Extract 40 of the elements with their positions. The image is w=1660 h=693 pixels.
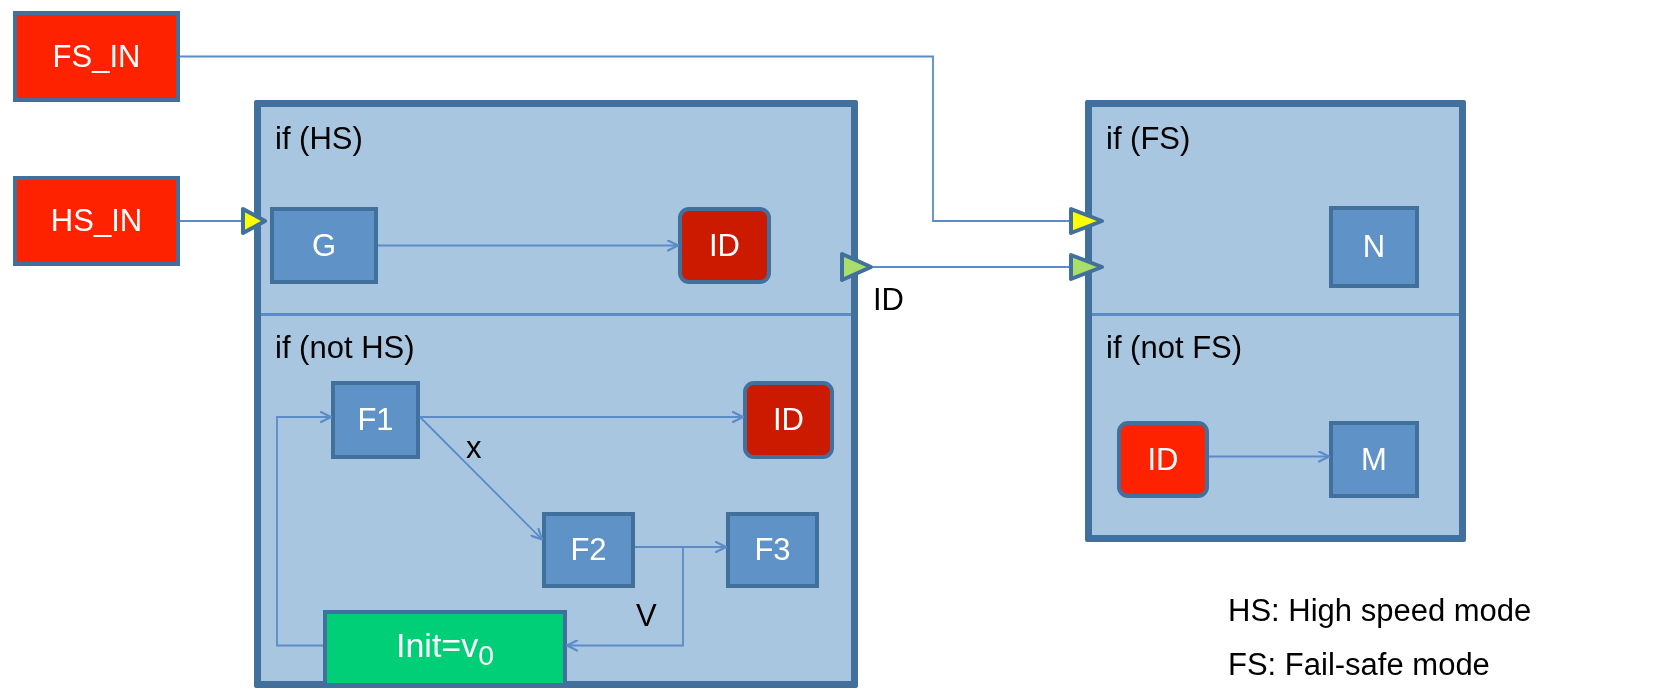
- container-box: [1085, 100, 1466, 542]
- box-label: Init=v$_{0}$: [396, 625, 494, 672]
- process-box: [1329, 206, 1419, 288]
- process-box: [331, 381, 420, 459]
- condition-label: if (not HS): [275, 330, 415, 366]
- connector-arrow: [419, 410, 745, 424]
- connector-arrow: [565, 546, 684, 652]
- process-box: [1117, 421, 1209, 498]
- box-label: ID: [709, 227, 740, 264]
- edge-label: V: [636, 598, 657, 634]
- condition-label: if (HS): [275, 121, 363, 157]
- process-box: [542, 512, 635, 588]
- connector-arrow: [377, 239, 680, 252]
- port-label: ID: [873, 282, 904, 318]
- connector-arrow: [419, 416, 544, 541]
- process-box: [743, 381, 834, 459]
- legend-note: FS: Fail-safe mode: [1228, 647, 1490, 683]
- connector-arrow: [1208, 450, 1331, 463]
- process-box: [1329, 421, 1419, 498]
- process-box: [13, 11, 180, 102]
- process-box: [726, 512, 819, 588]
- condition-label: if (FS): [1106, 121, 1191, 157]
- box-label: M: [1361, 441, 1387, 478]
- box-label: ID: [1147, 441, 1179, 478]
- process-box: [678, 207, 771, 284]
- box-label: HS_IN: [50, 203, 143, 239]
- box-label: F1: [357, 402, 394, 438]
- container-box: [254, 100, 858, 688]
- box-label: N: [1362, 229, 1386, 265]
- box-label: F2: [570, 532, 607, 568]
- edge-label: x: [466, 430, 482, 466]
- process-box: [270, 207, 378, 284]
- process-box: [13, 176, 180, 266]
- legend-note: HS: High speed mode: [1228, 593, 1532, 629]
- box-label: FS_IN: [52, 38, 141, 75]
- box-label: ID: [773, 402, 804, 438]
- condition-label: if (not FS): [1106, 330, 1243, 366]
- connector-arrow: [276, 410, 333, 647]
- box-label: F3: [754, 532, 791, 568]
- box-label: G: [311, 227, 337, 264]
